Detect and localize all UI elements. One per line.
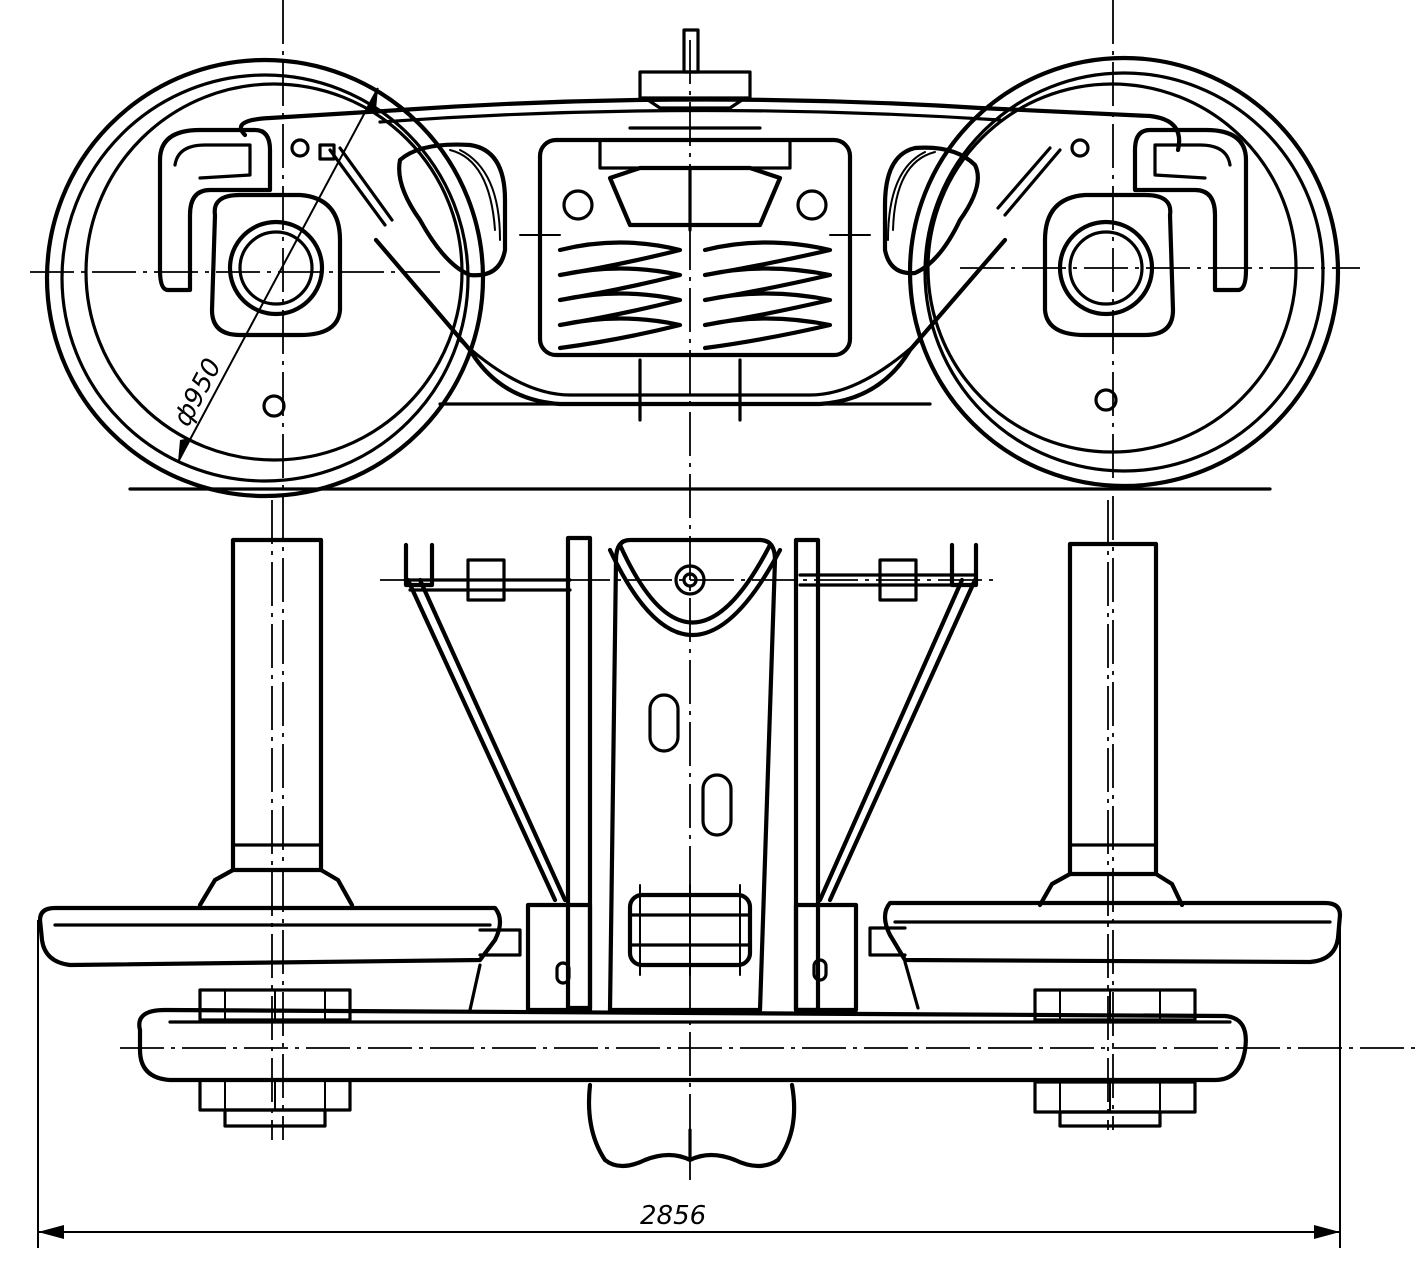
transverse-beam [137, 1007, 1248, 1169]
left-wheel [44, 57, 486, 499]
overall-length-dimension: 2856 [37, 910, 1341, 1248]
frame-window-right [882, 145, 980, 276]
plan-view [37, 535, 1343, 1169]
left-axle-shaft [197, 537, 355, 908]
right-wheel-plan [868, 900, 1343, 965]
side-frame [238, 28, 1182, 422]
center-lines [30, 0, 1416, 1180]
frame-window-left [397, 142, 508, 278]
overall-length-label: 2856 [640, 1201, 706, 1231]
right-journal [1033, 988, 1197, 1128]
right-axle-shaft [1037, 541, 1185, 908]
spring-right [702, 240, 833, 351]
left-axle-box [157, 127, 394, 338]
spring-left [557, 240, 683, 351]
left-wheel-plan [37, 905, 522, 968]
frame-columns [525, 535, 859, 1013]
wheel-diameter-label: ф950 [168, 354, 228, 432]
right-axle-box [996, 127, 1249, 338]
side-view: ф950 [44, 28, 1341, 499]
right-wheel [907, 55, 1341, 489]
brake-rods [403, 542, 979, 903]
bolster [607, 537, 783, 1013]
left-journal [198, 988, 352, 1128]
